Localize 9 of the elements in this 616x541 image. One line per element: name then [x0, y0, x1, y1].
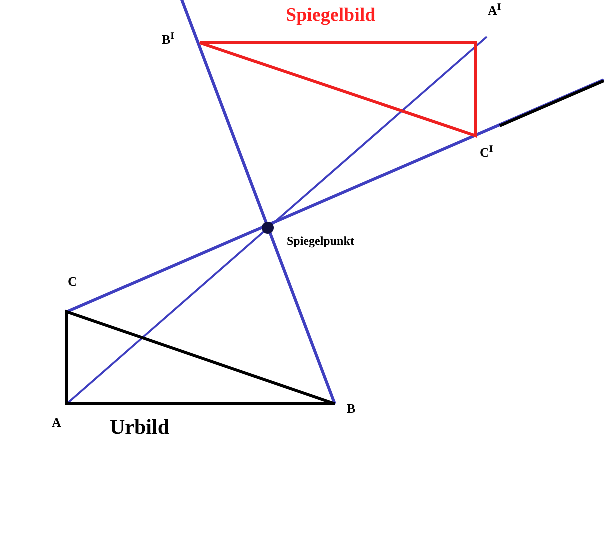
point-label: C: [68, 275, 78, 288]
point-label: C$^{I}$: [480, 146, 494, 159]
point-label: A: [52, 416, 62, 429]
point-label: B: [347, 402, 356, 415]
center-label: Spiegelpunkt: [287, 235, 354, 247]
point-label: A$^{I}$: [488, 4, 502, 17]
point-label: B$^{I}$: [162, 33, 174, 46]
figure-caption: Urbild: [110, 417, 170, 438]
figure-title: Spiegelbild: [286, 6, 376, 25]
